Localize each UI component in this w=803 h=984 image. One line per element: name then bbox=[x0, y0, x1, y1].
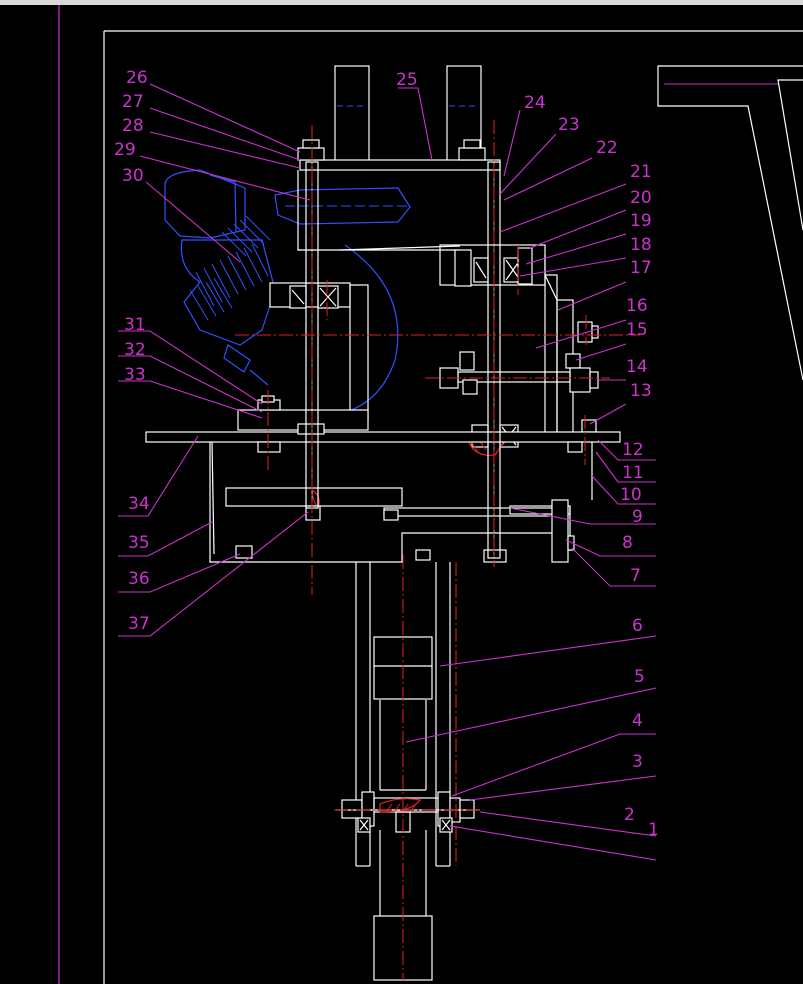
callout-25: 25 bbox=[396, 70, 418, 90]
worm-gear-assembly bbox=[336, 791, 480, 833]
callout-11: 11 bbox=[622, 463, 644, 483]
callout-37: 37 bbox=[128, 614, 150, 634]
callout-labels: 26 27 28 29 30 31 32 33 34 35 36 37 25 2… bbox=[114, 68, 659, 840]
callout-17: 17 bbox=[630, 258, 652, 278]
callout-34: 34 bbox=[128, 494, 150, 514]
callout-7: 7 bbox=[630, 566, 641, 586]
callout-28: 28 bbox=[122, 116, 144, 136]
callout-6: 6 bbox=[632, 616, 643, 636]
callout-8: 8 bbox=[622, 533, 633, 553]
sheet-frame bbox=[58, 5, 803, 984]
callout-12: 12 bbox=[622, 440, 644, 460]
main-housing bbox=[237, 170, 574, 436]
blue-drive-group bbox=[164, 169, 411, 416]
callout-15: 15 bbox=[626, 320, 648, 340]
callout-21: 21 bbox=[630, 162, 652, 182]
centerlines bbox=[235, 120, 640, 980]
callout-33: 33 bbox=[124, 365, 146, 385]
callout-4: 4 bbox=[632, 711, 643, 731]
callout-14: 14 bbox=[626, 357, 648, 377]
callout-1: 1 bbox=[648, 820, 659, 840]
callout-16: 16 bbox=[626, 296, 648, 316]
callout-22: 22 bbox=[596, 138, 618, 158]
lower-housing bbox=[209, 441, 593, 563]
callout-2: 2 bbox=[624, 805, 635, 825]
top-edge-bar bbox=[0, 0, 803, 5]
callout-13: 13 bbox=[630, 381, 652, 401]
callout-9: 9 bbox=[632, 507, 643, 527]
callout-24: 24 bbox=[524, 93, 546, 113]
callout-23: 23 bbox=[558, 115, 580, 135]
callout-31: 31 bbox=[124, 315, 146, 335]
callout-18: 18 bbox=[630, 235, 652, 255]
callout-19: 19 bbox=[630, 211, 652, 231]
callout-3: 3 bbox=[632, 752, 643, 772]
callout-27: 27 bbox=[122, 92, 144, 112]
callout-30: 30 bbox=[122, 166, 144, 186]
base-plate bbox=[145, 395, 621, 453]
top-plate bbox=[297, 139, 501, 171]
callout-20: 20 bbox=[630, 188, 652, 208]
callout-35: 35 bbox=[128, 533, 150, 553]
leader-lines bbox=[118, 83, 657, 861]
title-block-fragment bbox=[657, 65, 803, 381]
callout-26: 26 bbox=[126, 68, 148, 88]
callout-36: 36 bbox=[128, 569, 150, 589]
callout-5: 5 bbox=[634, 667, 645, 687]
callout-10: 10 bbox=[620, 485, 642, 505]
callout-32: 32 bbox=[124, 340, 146, 360]
callout-29: 29 bbox=[114, 140, 136, 160]
right-fasteners bbox=[439, 321, 599, 433]
